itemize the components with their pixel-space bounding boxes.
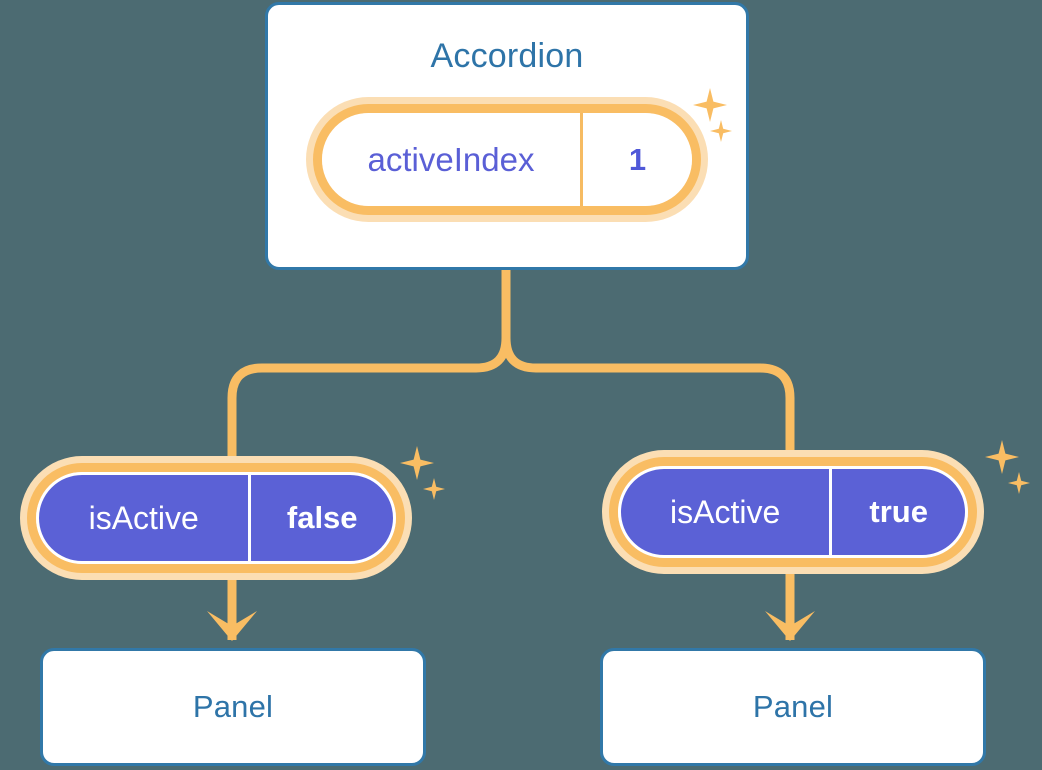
state-key-label: isActive bbox=[670, 493, 781, 530]
pill-ring bbox=[27, 463, 405, 573]
panel-title: Panel bbox=[192, 689, 274, 724]
sparkle-four-point-large-icon bbox=[400, 446, 434, 480]
state-pill-isactive-true[interactable]: isActive true bbox=[602, 450, 984, 574]
panel-component-card-left[interactable]: Panel bbox=[40, 648, 426, 766]
state-pill-isactive-false[interactable]: isActive false bbox=[20, 456, 412, 580]
state-key-label: activeIndex bbox=[367, 140, 535, 178]
pill-body: isActive false bbox=[36, 472, 396, 564]
panel-component-card-right[interactable]: Panel bbox=[600, 648, 986, 766]
state-value-label: false bbox=[248, 475, 393, 561]
pill-body: activeIndex 1 bbox=[322, 113, 692, 206]
branch-connector bbox=[227, 265, 795, 467]
accordion-title: Accordion bbox=[430, 37, 584, 75]
sparkle-four-point-small-icon bbox=[1008, 472, 1030, 494]
sparkle-four-point-large-icon bbox=[985, 440, 1019, 474]
arrow-down-left bbox=[207, 578, 257, 641]
state-key-label: isActive bbox=[88, 499, 199, 536]
sparkle-four-point-small-icon bbox=[423, 478, 445, 500]
pill-ring bbox=[313, 104, 701, 215]
panel-title: Panel bbox=[752, 689, 834, 724]
arrow-down-right bbox=[765, 572, 815, 641]
pill-ring bbox=[609, 457, 977, 567]
pill-body: isActive true bbox=[618, 466, 968, 558]
state-value-label: true bbox=[829, 469, 965, 555]
state-value-label: 1 bbox=[580, 113, 692, 206]
state-pill-activeindex[interactable]: activeIndex 1 bbox=[306, 97, 708, 222]
